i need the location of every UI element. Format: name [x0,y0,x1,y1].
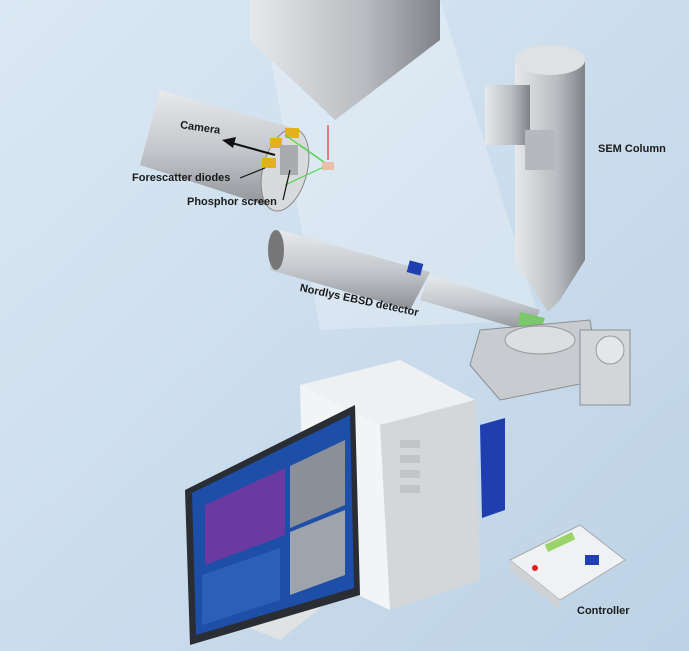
controller-badge [585,555,599,565]
controller-box [509,524,626,610]
label-forescatter-diodes: Forescatter diodes [132,172,231,184]
pole-piece-cone [250,0,440,120]
sem-column [485,45,585,312]
screen-map-panel [205,468,285,565]
controller-button [532,565,538,571]
forescatter-diode [262,158,276,168]
forescatter-diode [285,128,299,138]
sample-stage [469,319,631,406]
screen-kikuchi-panel [290,510,345,595]
monitor [185,405,360,645]
forescatter-diode [270,138,282,148]
label-sem-column: SEM Column [598,143,666,155]
label-phosphor-screen: Phosphor screen [187,196,277,208]
logo-badge [406,260,424,276]
camera-arrow [222,137,236,148]
screen-histogram-panel [202,548,280,625]
label-controller: Controller [577,605,630,617]
screen-pattern-panel [290,440,345,528]
diffraction-cone [284,134,329,186]
controller-display [544,532,576,552]
detector-closeup [140,90,334,212]
tower-blue-panel [480,418,505,518]
sample [322,162,334,170]
phosphor-screen [280,145,298,175]
